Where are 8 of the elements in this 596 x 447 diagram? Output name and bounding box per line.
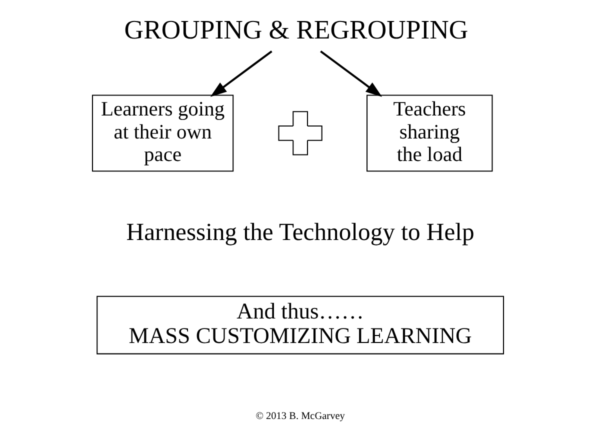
arrow bbox=[320, 50, 382, 96]
node-box: Teachers sharing the load bbox=[366, 94, 493, 172]
arrow bbox=[210, 50, 272, 96]
node-text: GROUPING & REGROUPING bbox=[124, 14, 468, 44]
label: © 2013 B. McGarvey bbox=[256, 410, 345, 422]
node-box: Learners going at their own pace bbox=[92, 94, 234, 172]
node-box: And thus…… MASS CUSTOMIZING LEARNING bbox=[96, 295, 504, 354]
label: Harnessing the Technology to Help bbox=[126, 218, 474, 246]
